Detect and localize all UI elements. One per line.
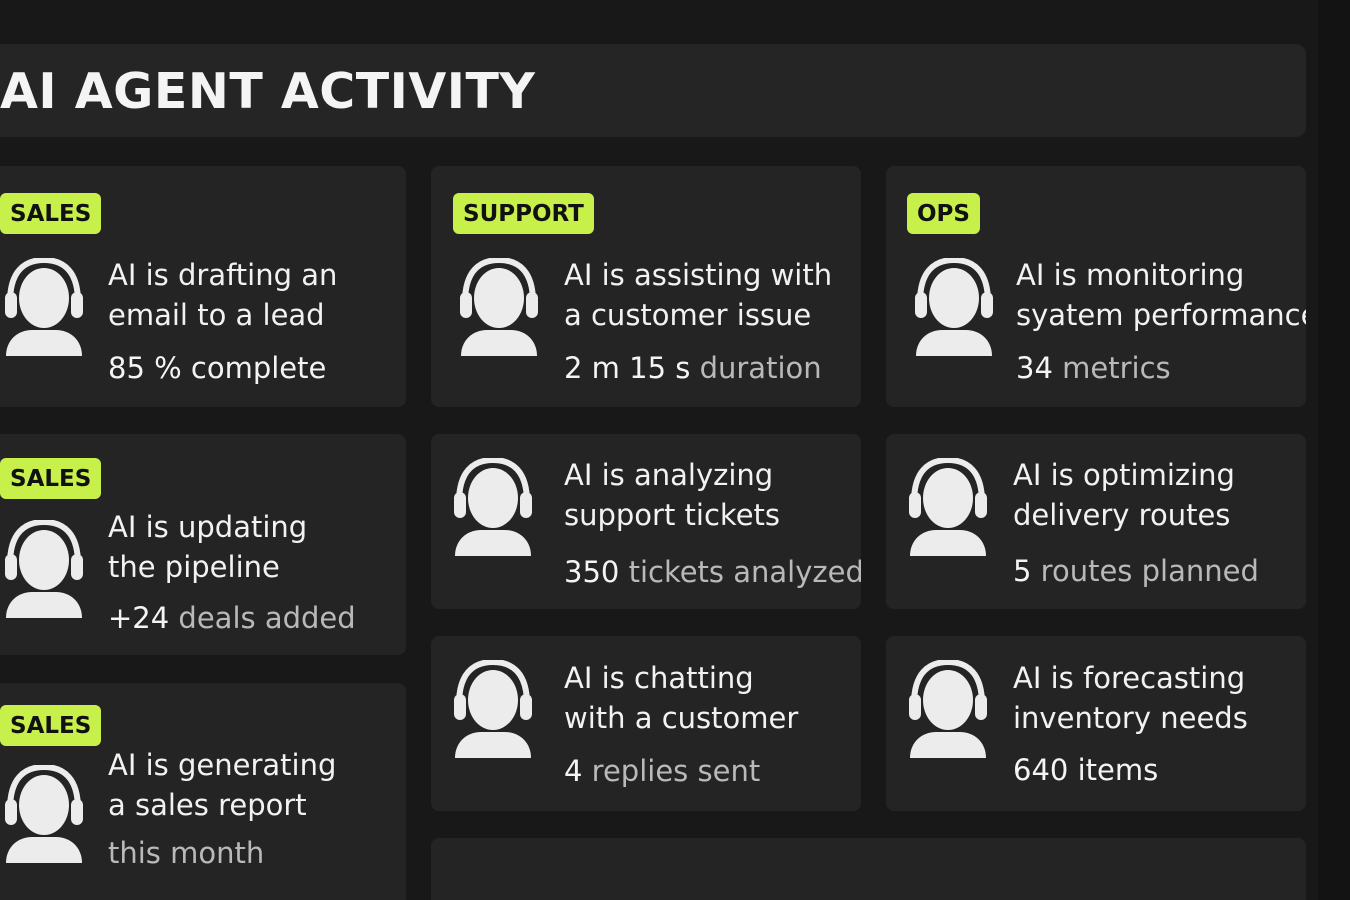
empty-card-placeholder [431,838,1306,900]
activity-metric: 4 replies sent [564,754,761,788]
category-badge: SUPPORT [453,193,594,234]
activity-metric: 5 routes planned [1013,554,1259,588]
right-edge-strip [1318,0,1350,900]
headset-user-icon [914,256,994,358]
headset-user-icon [908,658,988,760]
category-badge: SALES [0,705,102,746]
activity-metric: 85 % complete [108,351,327,385]
headset-user-icon [4,518,84,620]
headset-user-icon [459,256,539,358]
category-badge: SALES [0,193,102,234]
headset-user-icon [453,658,533,760]
activity-metric: 34 metrics [1016,351,1171,385]
activity-metric: +24 deals added [108,601,356,635]
activity-metric: this month [108,836,265,870]
headset-user-icon [453,456,533,558]
header-bar: AI AGENT ACTIVITY [0,44,1306,137]
activity-metric: 640 items [1013,753,1159,787]
headset-user-icon [4,763,84,865]
category-badge: SALES [0,458,102,499]
headset-user-icon [908,456,988,558]
activity-metric: 2 m 15 s duration [564,351,822,385]
activity-metric: 350 tickets analyzed [564,555,861,589]
headset-user-icon [4,256,84,358]
category-badge: OPS [907,193,980,234]
page-title: AI AGENT ACTIVITY [0,63,536,120]
